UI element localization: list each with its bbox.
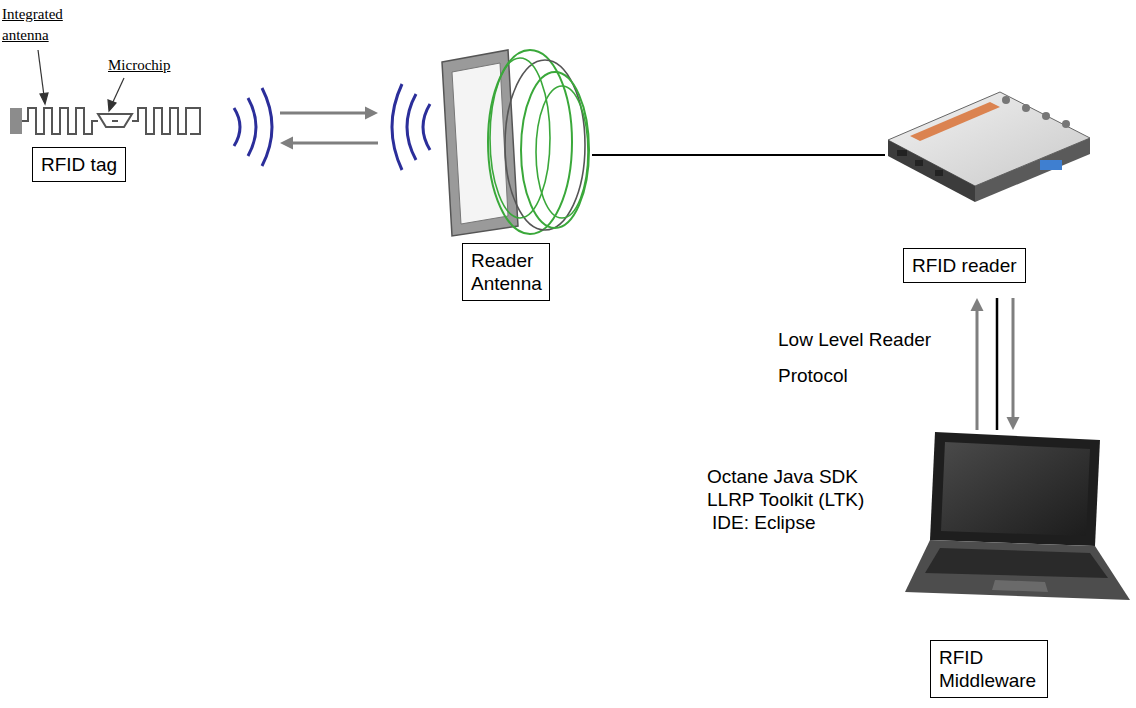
- label-box: RFID tag: [32, 147, 126, 182]
- label-box: RFID reader: [903, 248, 1026, 283]
- connector: [971, 298, 984, 430]
- laptop-touchpad: [992, 580, 1048, 592]
- field-ring: [521, 72, 589, 228]
- laptop-base: [905, 540, 1130, 600]
- laptop-bezel: [930, 432, 1100, 546]
- part-label: Integrated antenna: [2, 4, 68, 46]
- laptop-screen: [941, 442, 1090, 536]
- connector: [997, 298, 998, 430]
- device-connector: [1042, 112, 1050, 120]
- rfid-tag-drawing: [10, 108, 200, 134]
- laptop-drawing: [905, 432, 1130, 600]
- device-port: [915, 160, 923, 166]
- label-box: Reader Antenna: [462, 243, 550, 301]
- connector-line: [976, 309, 979, 430]
- device-logo: [910, 102, 1000, 141]
- arrow-head: [971, 298, 984, 311]
- laptop-keyboard: [925, 548, 1108, 578]
- tag-end: [10, 108, 22, 134]
- part-label: Microchip: [108, 56, 170, 74]
- tag-node: RFID tag: [5, 70, 280, 192]
- reader-node: RFID reader: [885, 85, 1095, 298]
- label-box: RFID Middleware: [930, 640, 1048, 698]
- tag-chip: [98, 114, 132, 127]
- connector: [1007, 298, 1020, 430]
- leader-line: [112, 78, 124, 104]
- node-title: RFID reader: [912, 254, 1017, 277]
- tag-antenna: [22, 108, 98, 134]
- node-title: RFID tag: [41, 153, 117, 176]
- radio-wave: [407, 94, 416, 160]
- connector: [280, 107, 378, 120]
- reader-device-drawing: [888, 92, 1090, 202]
- arrow-head: [1007, 417, 1020, 430]
- radio-waves: [392, 84, 430, 170]
- antenna-panel: [442, 50, 518, 236]
- radio-wave: [234, 108, 240, 146]
- device-connector: [1002, 96, 1010, 104]
- device-port: [897, 150, 907, 156]
- device-connector: [1022, 104, 1030, 112]
- field-ring: [536, 86, 588, 218]
- software-label: IDE: Eclipse: [712, 512, 815, 534]
- connector-line: [592, 154, 885, 156]
- connector: [280, 137, 378, 150]
- middleware-node: RFID Middleware: [900, 430, 1132, 706]
- radio-wave: [248, 98, 256, 156]
- node-title: Reader Antenna: [471, 249, 541, 295]
- leader-line: [38, 50, 44, 96]
- node-title: RFID Middleware: [939, 646, 1039, 692]
- tag-chip-mark: [112, 120, 118, 122]
- connector-line: [996, 298, 999, 430]
- connector-line: [291, 142, 378, 145]
- reader-antenna-drawing: [442, 50, 589, 236]
- edge-label: Low Level Reader Protocol: [778, 322, 968, 394]
- device-port: [1040, 160, 1062, 170]
- antenna-face: [452, 63, 508, 224]
- leader-head: [108, 100, 116, 111]
- software-label: Octane Java SDK: [707, 466, 858, 488]
- device-connector: [1062, 120, 1070, 128]
- software-label: LLRP Toolkit (LTK): [707, 489, 864, 511]
- device-front: [888, 140, 975, 202]
- field-ring: [490, 58, 550, 218]
- radio-wave: [262, 88, 272, 166]
- radio-wave: [423, 104, 430, 150]
- device-side: [975, 138, 1090, 202]
- field-ring: [488, 50, 572, 234]
- arrow-head: [280, 137, 293, 150]
- connector-line: [1012, 298, 1015, 419]
- antenna-node: Reader Antenna: [378, 45, 592, 301]
- radio-waves: [234, 88, 272, 166]
- radio-wave: [392, 84, 402, 170]
- arrow-head: [365, 107, 378, 120]
- device-port: [935, 170, 943, 176]
- field-ring: [505, 60, 585, 230]
- connector-line: [280, 112, 367, 115]
- tag-antenna: [132, 108, 200, 134]
- leader-head: [40, 93, 48, 104]
- connector: [592, 155, 885, 156]
